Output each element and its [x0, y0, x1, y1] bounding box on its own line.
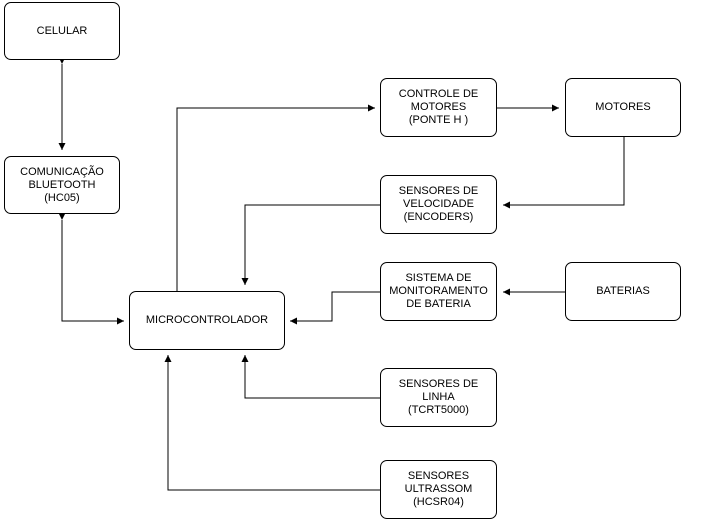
node-sensores-ultrassom: SENSORES ULTRASSOM (HCSR04) [380, 460, 497, 519]
edge-monitoramento-micro [290, 291, 380, 325]
node-sensores-ultrassom-label: SENSORES ULTRASSOM (HCSR04) [404, 470, 473, 508]
edge-ultrassom-micro [164, 355, 380, 491]
node-controle-motores: CONTROLE DE MOTORES (PONTE H ) [380, 78, 497, 137]
node-sensores-linha: SENSORES DE LINHA (TCRT5000) [380, 368, 497, 427]
node-bluetooth: COMUNICAÇÃO BLUETOOTH (HC05) [4, 156, 120, 214]
node-sensores-velocidade: SENSORES DE VELOCIDADE (ENCODERS) [380, 175, 497, 234]
node-sensores-linha-label: SENSORES DE LINHA (TCRT5000) [398, 378, 479, 416]
edge-velocidade-micro [241, 204, 380, 285]
node-motores: MOTORES [565, 78, 681, 137]
node-celular-label: CELULAR [36, 24, 88, 37]
edge-micro-controle [176, 104, 375, 291]
node-sensores-velocidade-label: SENSORES DE VELOCIDADE (ENCODERS) [398, 185, 479, 223]
node-microcontrolador-label: MICROCONTROLADOR [145, 314, 269, 326]
node-motores-label: MOTORES [595, 101, 651, 113]
node-monitoramento-bateria: SISTEMA DE MONITORAMENTO DE BATERIA [380, 262, 497, 321]
node-baterias: BATERIAS [565, 262, 681, 321]
edge-linha-micro [241, 355, 380, 399]
node-monitoramento-bateria-label: SISTEMA DE MONITORAMENTO DE BATERIA [389, 272, 488, 310]
node-bluetooth-label: COMUNICAÇÃO BLUETOOTH (HC05) [20, 165, 104, 204]
edge-bluetooth-micro [58, 213, 124, 325]
edge-motores-velocidade [503, 137, 625, 209]
node-baterias-label: BATERIAS [596, 285, 650, 297]
node-controle-motores-label: CONTROLE DE MOTORES (PONTE H ) [398, 88, 479, 126]
node-celular: CELULAR [4, 2, 120, 60]
node-microcontrolador: MICROCONTROLADOR [129, 291, 285, 350]
